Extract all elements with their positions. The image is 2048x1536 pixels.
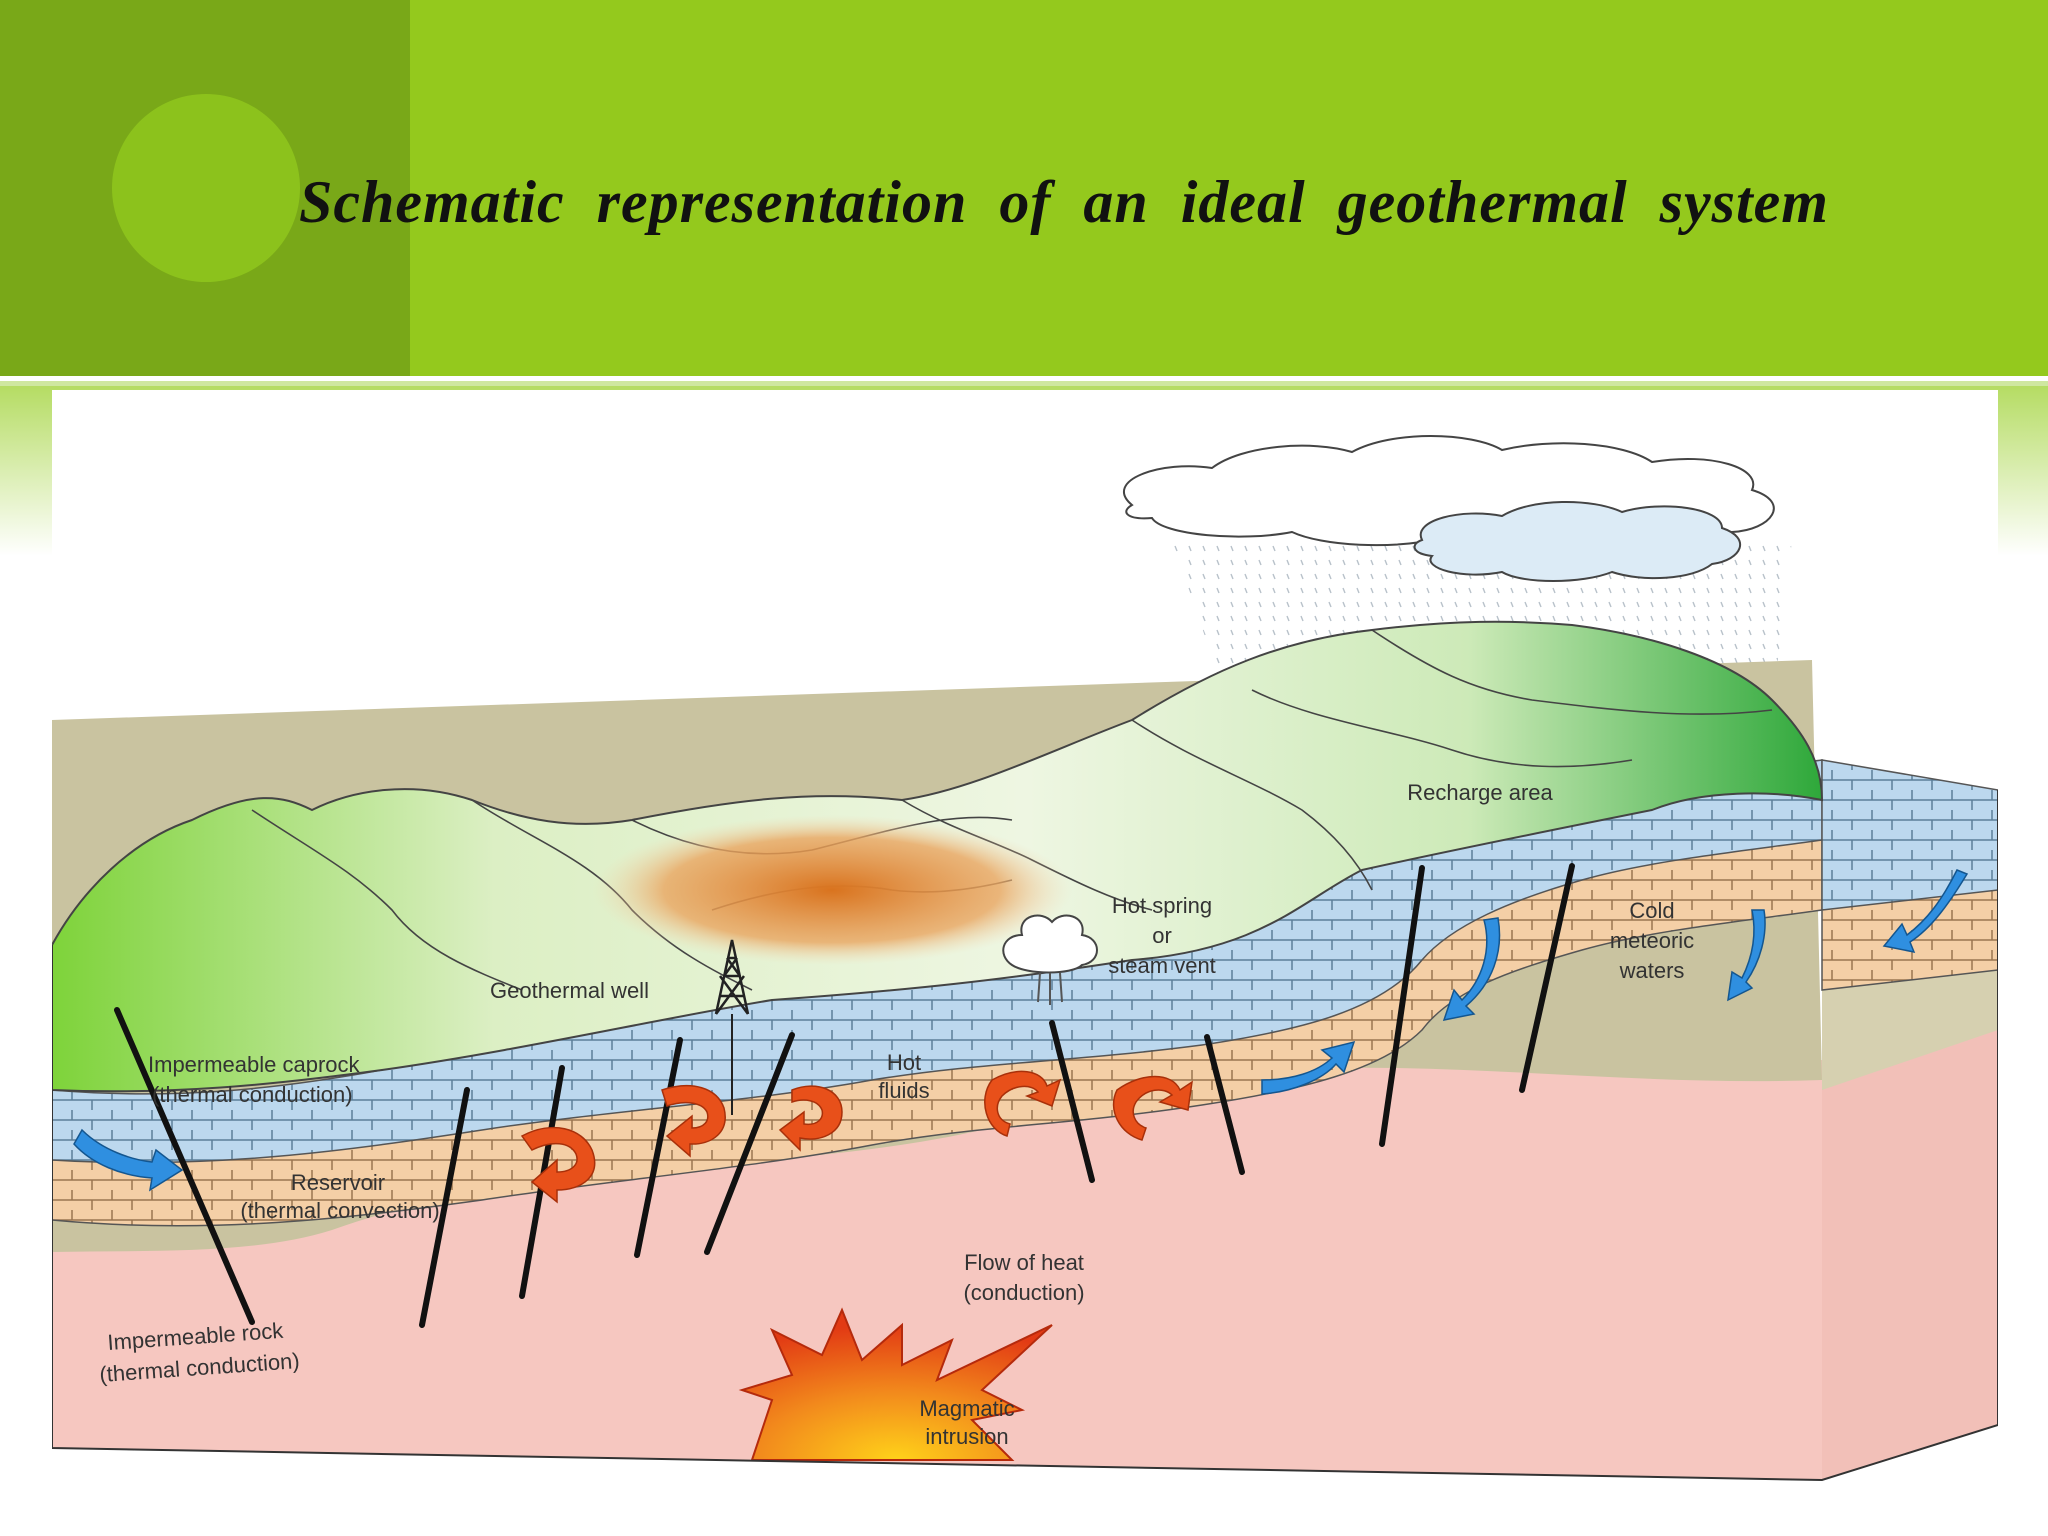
slide-header — [0, 0, 2048, 376]
magma-label-1: Magmatic — [919, 1396, 1014, 1421]
block-outline — [52, 790, 1998, 1482]
steam-vent — [1002, 914, 1098, 1005]
side-reservoir-blue — [1821, 759, 1998, 911]
cold-waters-label-1: Cold — [1629, 898, 1674, 923]
magma-body — [738, 1307, 1053, 1461]
fault-2 — [419, 1087, 470, 1328]
cold-waters-label-2: meteoric — [1610, 928, 1694, 953]
caprock-label-1: Impermeable caprock — [148, 1052, 361, 1077]
cold-arrow-4 — [1727, 909, 1766, 1002]
fault-7 — [1204, 1034, 1245, 1175]
header-divider — [0, 381, 2048, 386]
fault-4 — [634, 1037, 683, 1258]
hot-arrow-1 — [520, 1126, 596, 1204]
hot-fluids-label-1: Hot — [887, 1050, 921, 1075]
hot-arrow-3 — [778, 1085, 843, 1152]
fault-lines — [114, 863, 1575, 1328]
reservoir-label-1: Reservoir — [291, 1170, 385, 1195]
hot-spring-label-3: steam vent — [1108, 953, 1216, 978]
drill-rig-icon — [714, 939, 750, 1015]
heat-flow-label-2: (conduction) — [963, 1280, 1084, 1305]
fault-1 — [114, 1007, 255, 1325]
hot-spring-label-1: Hot spring — [1112, 893, 1212, 918]
hot-arrow-4 — [984, 1070, 1062, 1137]
cold-arrow-1 — [73, 1128, 184, 1192]
side-deep-rock — [1822, 1030, 1998, 1480]
cold-arrow-3 — [1442, 917, 1501, 1021]
cold-waters-label-3: waters — [1619, 958, 1685, 983]
fault-6 — [1049, 1020, 1095, 1183]
fault-5 — [704, 1032, 795, 1255]
steam-plume-icon — [1002, 914, 1098, 974]
hot-fluid-arrows — [520, 1070, 1193, 1204]
hot-arrow-2 — [661, 1085, 726, 1158]
geothermal-well-label: Geothermal well — [490, 978, 649, 1003]
hot-arrow-5 — [1112, 1075, 1193, 1141]
fault-8 — [1379, 865, 1425, 1147]
magma-label-2: intrusion — [925, 1424, 1008, 1449]
cold-water-arrows — [73, 869, 1969, 1192]
hot-spring-label-2: or — [1152, 923, 1172, 948]
diagram-canvas: Recharge area Cold meteoric waters Hot s… — [52, 435, 1998, 1482]
header-circle-ornament — [112, 94, 300, 282]
cold-arrow-2 — [1261, 1040, 1356, 1095]
slide-title: Schematic representation of an ideal geo… — [299, 169, 1829, 235]
recharge-area-label: Recharge area — [1407, 780, 1553, 805]
cloud-front — [1413, 501, 1742, 582]
cold-arrow-5 — [1882, 869, 1969, 954]
heat-flow-label-1: Flow of heat — [964, 1250, 1084, 1275]
vent-stems — [1037, 972, 1063, 1005]
geothermal-diagram: Recharge area Cold meteoric waters Hot s… — [52, 390, 1998, 1530]
fault-9 — [1519, 863, 1575, 1093]
caprock-label-2: (thermal conduction) — [152, 1082, 353, 1107]
hydrothermal-alteration-zone — [592, 815, 1072, 965]
geothermal-well — [714, 939, 750, 1115]
hot-fluids-label-2: fluids — [878, 1078, 929, 1103]
reservoir-label-2: (thermal convection) — [240, 1198, 439, 1223]
